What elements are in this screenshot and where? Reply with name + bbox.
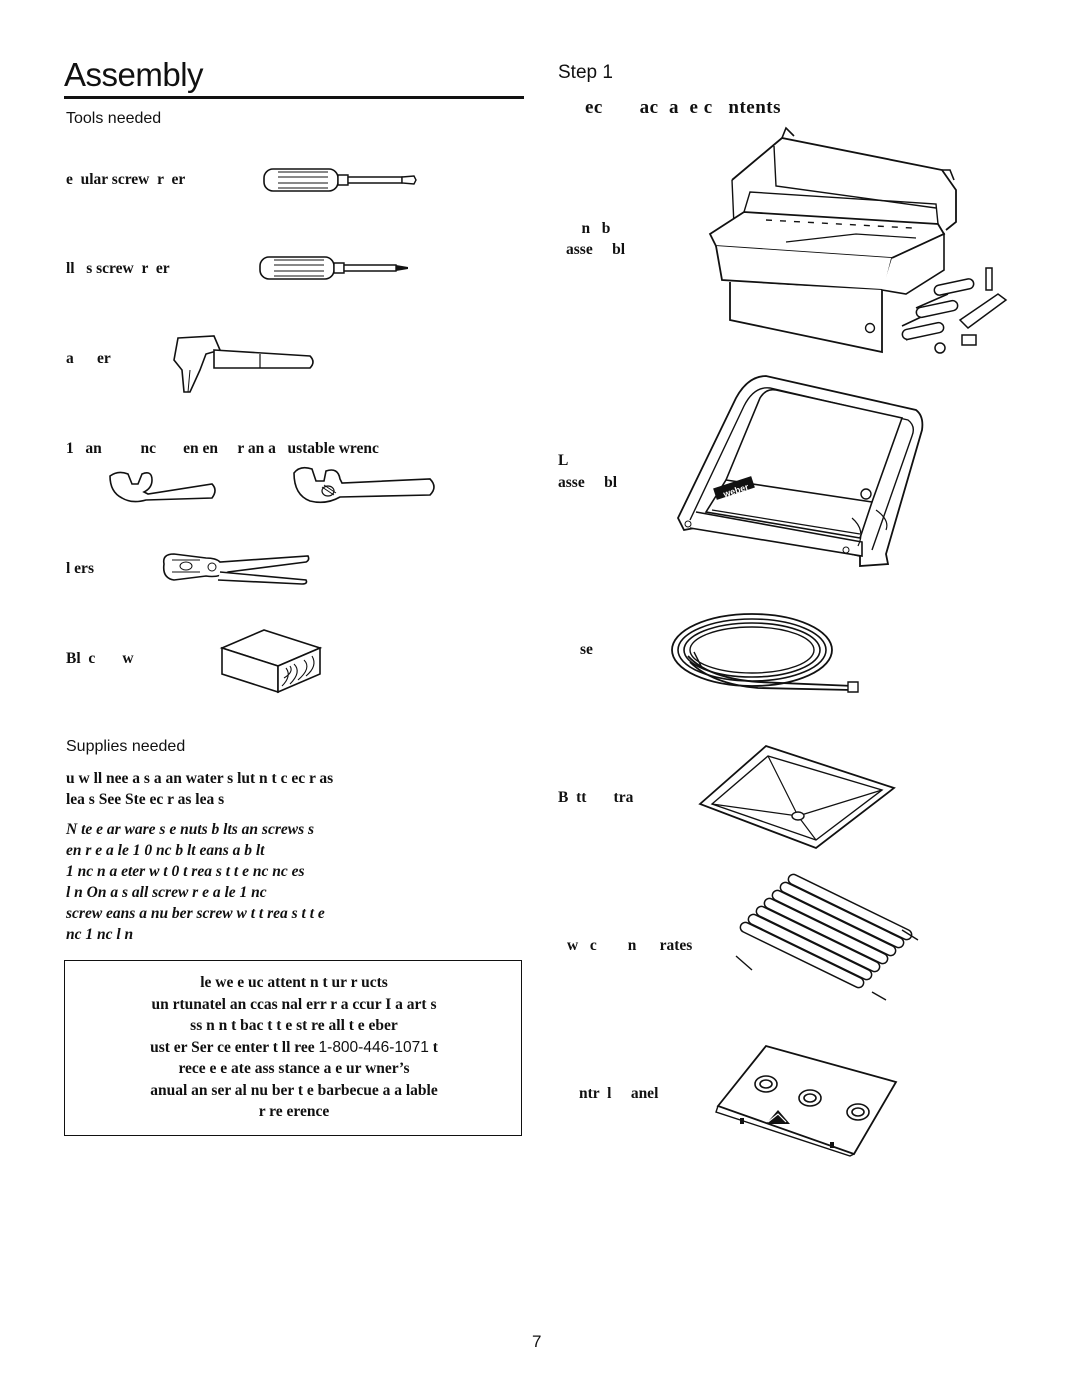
notice-line: rece e e ate ass stance a e ur wner’s bbox=[178, 1060, 410, 1077]
phillips-screwdriver-icon bbox=[258, 253, 408, 283]
hardware-note: N te e ar ware s e nuts b lts an screws … bbox=[66, 821, 325, 943]
part-label-cooking-grates: w c n rates bbox=[567, 937, 693, 954]
page-title: Assembly bbox=[64, 56, 204, 93]
step-subtitle: ec ac a e c ntents bbox=[585, 97, 782, 118]
bottom-tray-illustration bbox=[698, 744, 896, 850]
control-panel-illustration bbox=[716, 1044, 898, 1156]
tool-label-pliers: l ers bbox=[66, 560, 94, 577]
notice-line: le we e uc attent n t ur r ucts bbox=[200, 974, 388, 991]
notice-line: anual an ser al nu ber t e barbecue a a … bbox=[150, 1081, 438, 1099]
adjustable-wrench-icon bbox=[290, 465, 438, 507]
part-label-line: n b bbox=[566, 220, 611, 237]
customer-service-phone: 1-800-446-1071 bbox=[318, 1038, 429, 1056]
lid-assembly-illustration: weber bbox=[676, 370, 932, 582]
part-label-control-panel: ntr l anel bbox=[579, 1085, 659, 1102]
part-label-line: L bbox=[558, 452, 569, 469]
notice-line: ss n n t bac t t e st re all t e eber bbox=[190, 1017, 398, 1034]
part-label-hose: se bbox=[580, 641, 593, 658]
title-rule bbox=[64, 96, 524, 99]
part-label-cookbox: n b asse bl bbox=[566, 218, 625, 260]
part-label-bottom-tray: B tt tra bbox=[558, 789, 634, 806]
hammer-icon bbox=[170, 330, 320, 400]
tool-label-phillips-screwdriver: ll s screw r er bbox=[66, 260, 170, 277]
supplies-text: u w ll nee a s a an water s lut n t c ec… bbox=[66, 770, 334, 808]
tool-label-hammer: a er bbox=[66, 350, 111, 367]
tools-heading: Tools needed bbox=[66, 110, 162, 127]
notice-line: t bbox=[428, 1038, 438, 1056]
pliers-icon bbox=[160, 550, 310, 590]
cookbox-assembly-illustration bbox=[706, 130, 1008, 362]
cooking-grates-illustration bbox=[732, 896, 922, 1000]
missing-parts-notice-box bbox=[64, 960, 522, 1136]
notice-line: un rtunatel an ccas nal err r a ccur I a… bbox=[151, 995, 437, 1013]
notice-line: ust er Ser ce enter t ll ree bbox=[150, 1038, 319, 1056]
supplies-heading: Supplies needed bbox=[66, 738, 186, 755]
page-number: 7 bbox=[532, 1332, 542, 1351]
notice-line: r re erence bbox=[258, 1103, 330, 1120]
tool-label-wrench: 1 an nc en en r an a ustable wrenc bbox=[66, 440, 379, 457]
tool-label-block-of-wood: Bl c w bbox=[66, 650, 134, 667]
part-label-line: asse bl bbox=[566, 241, 625, 258]
tool-label-regular-screwdriver: e ular screw r er bbox=[66, 171, 186, 188]
missing-parts-notice-text: le we e uc attent n t ur r ucts un rtuna… bbox=[72, 972, 516, 1123]
step-title: Step 1 bbox=[558, 62, 613, 83]
regular-screwdriver-icon bbox=[262, 166, 422, 194]
open-end-wrench-icon bbox=[108, 470, 218, 508]
part-label-line: asse bl bbox=[558, 474, 617, 491]
hose-illustration bbox=[668, 612, 864, 696]
wood-block-icon bbox=[220, 628, 322, 694]
